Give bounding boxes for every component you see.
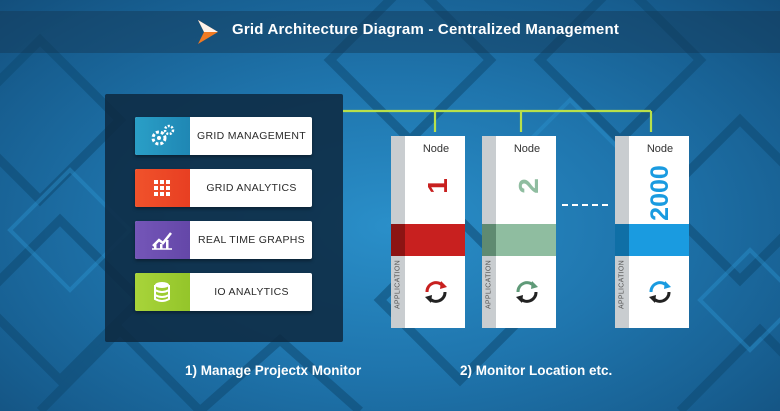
node-number: 1 [422, 178, 453, 194]
menu-item-io-analytics[interactable]: IO ANALYTICS [135, 273, 312, 311]
logo-icon [198, 20, 218, 44]
application-label: APPLICATION [618, 259, 626, 310]
ellipsis-connector [562, 204, 608, 206]
caption-manage: 1) Manage Projectx Monitor [185, 363, 362, 378]
node-label: Node [646, 143, 674, 155]
node-label: Node [422, 143, 450, 155]
node-number: 2000 [646, 165, 674, 221]
menu-item-label: GRID ANALYTICS [206, 182, 297, 194]
node-number: 2 [513, 178, 544, 194]
node-1: Node 1 APPLICATION [391, 136, 465, 328]
menu-item-grid-analytics[interactable]: GRID ANALYTICS [135, 169, 312, 207]
application-label: APPLICATION [485, 259, 493, 310]
page-title: Grid Architecture Diagram - Centralized … [232, 21, 620, 38]
line-graph-icon [152, 232, 172, 250]
node-label: Node [513, 143, 541, 155]
application-label: APPLICATION [394, 259, 402, 310]
gears-icon [151, 124, 175, 146]
grid-icon [154, 180, 170, 196]
menu-item-label: REAL TIME GRAPHS [198, 234, 305, 246]
caption-monitor: 2) Monitor Location etc. [460, 363, 613, 378]
menu-item-label: GRID MANAGEMENT [197, 130, 306, 142]
sync-icon [425, 281, 447, 303]
sync-icon [516, 281, 538, 303]
menu-item-grid-management[interactable]: GRID MANAGEMENT [135, 117, 312, 155]
node-2000: Node 2000 APPLICATION [615, 136, 689, 328]
node-2: Node 2 APPLICATION [482, 136, 556, 328]
menu-item-real-time-graphs[interactable]: REAL TIME GRAPHS [135, 221, 312, 259]
sync-icon [649, 281, 671, 303]
menu-item-label: IO ANALYTICS [214, 286, 289, 298]
title-bar [0, 11, 780, 53]
database-icon [154, 282, 170, 302]
